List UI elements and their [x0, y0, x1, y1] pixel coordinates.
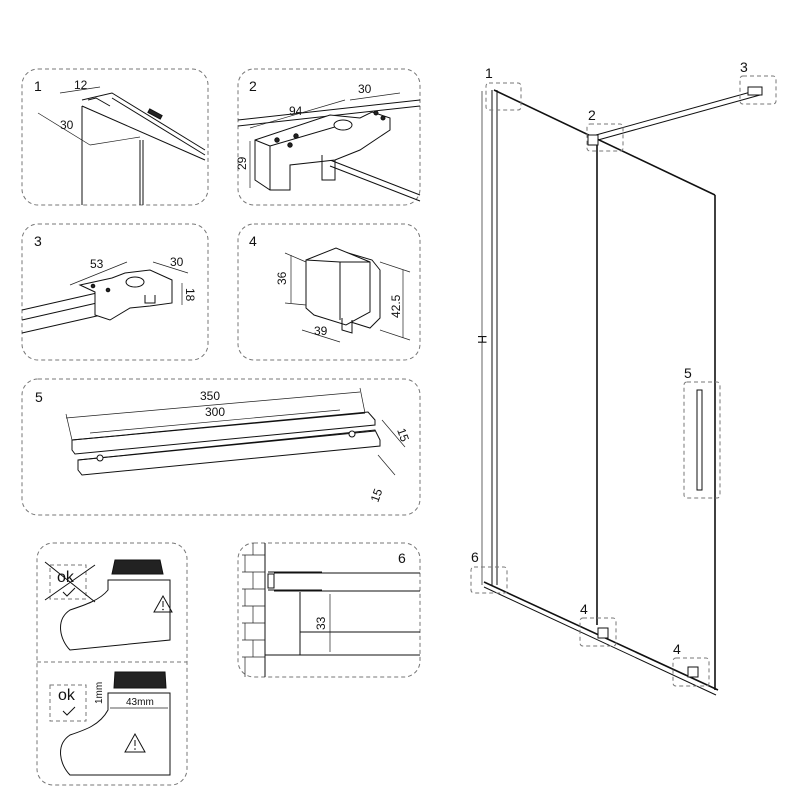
dim-15a: 15 — [394, 426, 412, 444]
assembly-view: H 1 2 3 4 4 5 6 — [470, 59, 777, 696]
dim-300: 300 — [205, 405, 225, 419]
detail-panel-2: 2 94 30 29 — [235, 68, 421, 206]
callout-2: 2 — [588, 107, 596, 123]
panel-5-label: 5 — [35, 389, 43, 405]
detail-panel-3: 3 53 30 18 — [21, 223, 209, 361]
detail-panel-6: 6 33 — [237, 542, 421, 678]
panel-1-label: 1 — [34, 78, 42, 94]
dim-33: 33 — [314, 616, 328, 630]
warning-triangle-icon — [124, 732, 146, 753]
dim-39: 39 — [314, 324, 328, 338]
dim-30: 30 — [60, 118, 74, 132]
dim-1mm: 1mm — [94, 682, 105, 704]
brick-wall — [242, 543, 266, 677]
dim-94: 94 — [289, 104, 303, 118]
dim-12: 12 — [74, 78, 88, 92]
dim-350: 350 — [200, 389, 220, 403]
panel-2-label: 2 — [249, 78, 257, 94]
callout-5: 5 — [684, 365, 692, 381]
dim-30: 30 — [170, 255, 184, 269]
panel-4-label: 4 — [249, 233, 257, 249]
dim-18: 18 — [183, 288, 197, 302]
detail-panel-5: 5 350 300 15 15 — [21, 378, 421, 516]
warning-triangle-icon — [153, 594, 173, 613]
panel-6-label: 6 — [398, 550, 406, 566]
callout-6: 6 — [471, 549, 479, 565]
callout-4b: 4 — [673, 641, 681, 657]
detail-panel-4: 4 36 39 42.5 — [237, 223, 421, 361]
dim-15b: 15 — [368, 486, 386, 504]
dim-36: 36 — [275, 271, 289, 285]
dim-42-5: 42.5 — [389, 294, 403, 318]
dim-53: 53 — [90, 257, 104, 271]
dim-30: 30 — [358, 82, 372, 96]
dim-43mm: 43mm — [126, 697, 154, 708]
detail-panel-1: 1 12 30 — [21, 68, 209, 206]
callout-3: 3 — [740, 59, 748, 75]
height-label: H — [475, 335, 489, 344]
callout-1: 1 — [485, 65, 493, 81]
dim-29: 29 — [235, 156, 249, 170]
panel-3-label: 3 — [34, 233, 42, 249]
callout-4a: 4 — [580, 601, 588, 617]
level-check-panel: ok ok 1mm 43mm — [36, 542, 188, 786]
right-ok-mark: ok — [58, 687, 76, 704]
